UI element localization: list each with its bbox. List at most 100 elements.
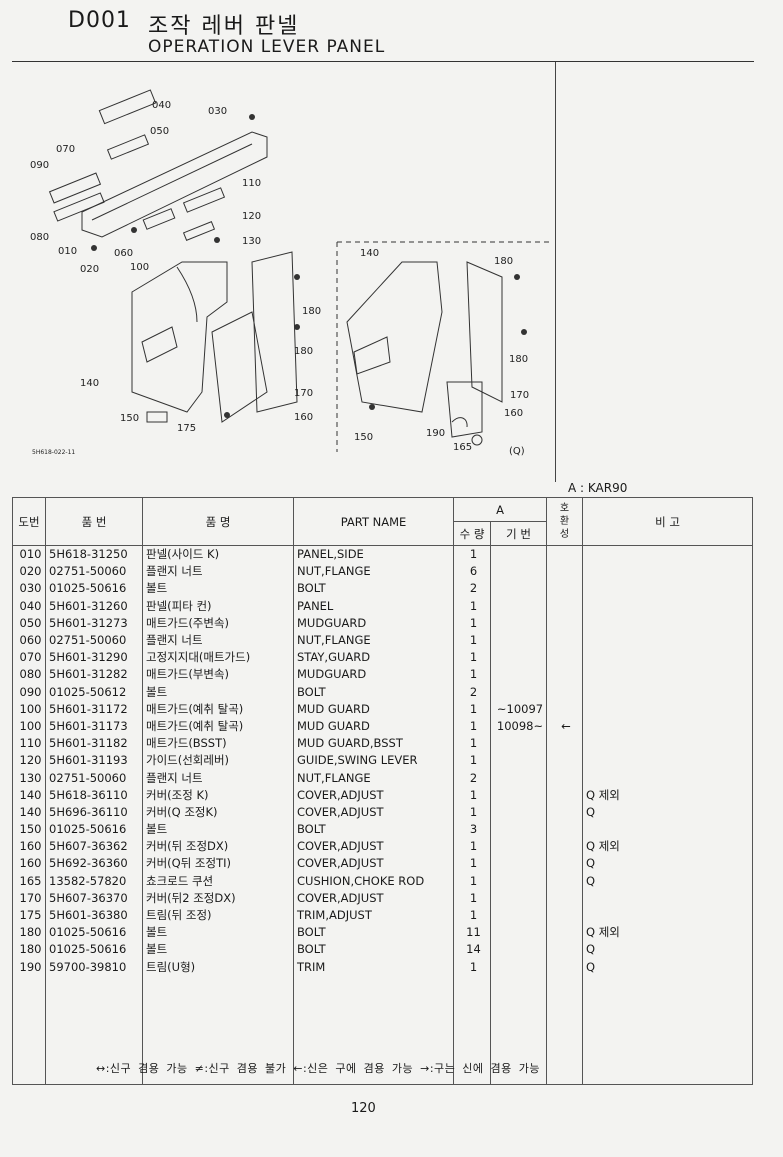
korean-name-cell: 플랜지 너트 — [142, 563, 294, 581]
korean-name-cell: 트림(U형) — [142, 958, 294, 976]
part-name-cell: BOLT — [293, 580, 454, 598]
quantity-cell: 3 — [453, 821, 491, 839]
callout-label: 150 — [120, 413, 139, 424]
serial-range-cell — [490, 735, 547, 753]
quantity-cell: 1 — [453, 803, 491, 821]
part-number-cell: 5H601-31282 — [45, 666, 143, 684]
remarks-cell — [582, 666, 753, 684]
part-number-cell: 01025-50616 — [45, 580, 143, 598]
callout-label: 100 — [130, 262, 149, 273]
callout-label: 080 — [30, 232, 49, 243]
ref-no-cell: 165 — [12, 872, 46, 890]
compat-mark-cell — [546, 958, 583, 976]
compat-mark-cell — [546, 906, 583, 925]
part-number-cell: 5H618-31250 — [45, 545, 143, 564]
blank-cell — [546, 975, 583, 1085]
part-name-cell: GUIDE,SWING LEVER — [293, 752, 454, 770]
part-number-cell: 01025-50612 — [45, 683, 143, 701]
spec-note: A : KAR90 — [568, 481, 628, 495]
korean-name-cell: 매트가드(예취 탈곡) — [142, 717, 294, 736]
serial-range-cell — [490, 803, 547, 821]
inset-callout-label: 165 — [453, 442, 472, 453]
korean-name-cell: 볼트 — [142, 683, 294, 701]
quantity-cell: 1 — [453, 786, 491, 804]
part-name-cell: PANEL,SIDE — [293, 545, 454, 564]
ref-no-cell: 050 — [12, 614, 46, 632]
part-number-cell: 5H607-36370 — [45, 889, 143, 907]
callout-label: 180 — [302, 306, 321, 317]
ref-no-cell: 090 — [12, 683, 46, 701]
part-number-cell: 5H601-31290 — [45, 649, 143, 667]
inset-callout-label: 150 — [354, 432, 373, 443]
part-name-cell: COVER,ADJUST — [293, 786, 454, 804]
part-number-cell: 5H601-36380 — [45, 906, 143, 925]
col-header-name-ko: 품 명 — [142, 497, 294, 546]
compat-mark-cell — [546, 700, 583, 718]
remarks-cell: Q 제외 — [582, 786, 753, 804]
col-header-serial: 기 번 — [490, 521, 547, 546]
compat-mark-cell: ← — [546, 717, 583, 736]
compat-mark-cell — [546, 941, 583, 959]
ref-no-cell: 060 — [12, 631, 46, 650]
korean-name-cell: 볼트 — [142, 821, 294, 839]
compat-mark-cell — [546, 889, 583, 907]
quantity-cell: 1 — [453, 545, 491, 564]
part-number-cell: 5H601-31173 — [45, 717, 143, 736]
part-number-cell: 02751-50060 — [45, 563, 143, 581]
remarks-cell — [582, 631, 753, 650]
ref-no-cell: 180 — [12, 941, 46, 959]
part-name-cell: PANEL — [293, 597, 454, 615]
korean-name-cell: 쵸크로드 쿠션 — [142, 872, 294, 890]
compat-mark-cell — [546, 855, 583, 873]
remarks-cell — [582, 545, 753, 564]
serial-range-cell — [490, 683, 547, 701]
col-header-qty: 수 량 — [453, 521, 491, 546]
remarks-cell — [582, 563, 753, 581]
callout-label: 175 — [177, 423, 196, 434]
page-number: 120 — [351, 1101, 376, 1116]
inset-callout-label: 160 — [504, 408, 523, 419]
remarks-cell: Q — [582, 855, 753, 873]
compat-mark-cell — [546, 838, 583, 856]
ref-no-cell: 040 — [12, 597, 46, 615]
part-name-cell: NUT,FLANGE — [293, 563, 454, 581]
korean-name-cell: 매트가드(BSST) — [142, 735, 294, 753]
remarks-cell: Q 제외 — [582, 924, 753, 942]
serial-range-cell — [490, 597, 547, 615]
col-header-part-no: 품 번 — [45, 497, 143, 546]
part-name-cell: STAY,GUARD — [293, 649, 454, 667]
inset-callout-label: 170 — [510, 390, 529, 401]
compat-mark-cell — [546, 614, 583, 632]
serial-range-cell — [490, 821, 547, 839]
part-number-cell: 5H601-31182 — [45, 735, 143, 753]
remarks-cell: Q — [582, 872, 753, 890]
part-number-cell: 01025-50616 — [45, 821, 143, 839]
korean-name-cell: 매트가드(부변속) — [142, 666, 294, 684]
part-name-cell: MUDGUARD — [293, 614, 454, 632]
part-number-cell: 02751-50060 — [45, 631, 143, 650]
quantity-cell: 1 — [453, 889, 491, 907]
part-number-cell: 13582-57820 — [45, 872, 143, 890]
compat-mark-cell — [546, 786, 583, 804]
serial-range-cell — [490, 872, 547, 890]
part-name-cell: MUDGUARD — [293, 666, 454, 684]
part-name-cell: MUD GUARD,BSST — [293, 735, 454, 753]
compat-mark-cell — [546, 821, 583, 839]
serial-range-cell — [490, 649, 547, 667]
compatibility-legend: ↔:신구 겸용 가능 ≠:신구 겸용 불가 ←:신은 구에 겸용 가능 →:구는… — [96, 1062, 541, 1075]
serial-range-cell — [490, 563, 547, 581]
quantity-cell: 2 — [453, 683, 491, 701]
ref-no-cell: 010 — [12, 545, 46, 564]
serial-range-cell — [490, 631, 547, 650]
ref-no-cell: 150 — [12, 821, 46, 839]
